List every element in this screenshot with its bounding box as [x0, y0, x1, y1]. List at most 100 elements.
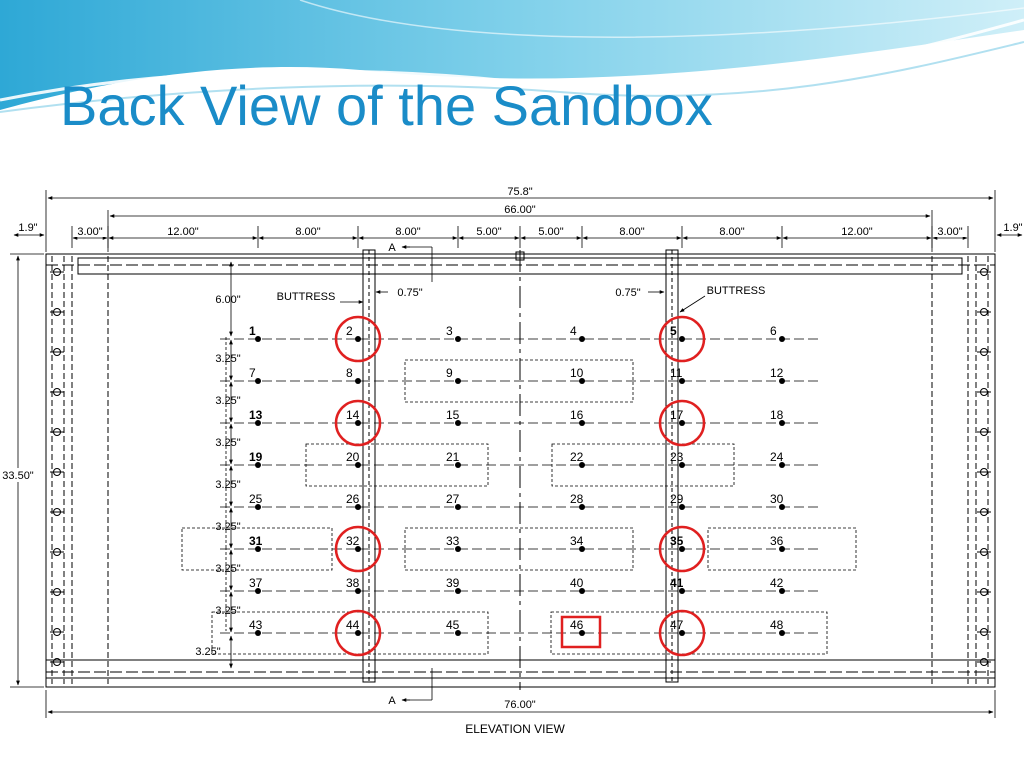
- highlight-box-46: [560, 615, 602, 649]
- drawing-caption: ELEVATION VIEW: [465, 722, 565, 736]
- grid-point: [455, 546, 461, 552]
- grid-point: [679, 504, 685, 510]
- dimension-segment-6: 5.00": [538, 226, 563, 238]
- grid-point: [579, 378, 585, 384]
- dimension-row-spacing-7: 3.25": [215, 605, 240, 617]
- point-label-11: 11: [670, 366, 683, 380]
- grid-point: [355, 630, 361, 636]
- point-label-29: 29: [670, 492, 684, 506]
- dimension-segment-8: 8.00": [719, 226, 744, 238]
- buttress-label-right: BUTTRESS: [707, 285, 766, 297]
- point-label-16: 16: [570, 408, 584, 422]
- dimension-height: 33.50": [2, 470, 34, 482]
- grid-point: [455, 588, 461, 594]
- point-label-5: 5: [670, 324, 677, 338]
- point-label-47: 47: [670, 618, 684, 632]
- dimension-row-spacing-5: 3.25": [215, 521, 240, 533]
- dimension-bottom-total: 76.00": [504, 699, 536, 711]
- point-label-36: 36: [770, 534, 784, 548]
- point-label-28: 28: [570, 492, 584, 506]
- point-label-31: 31: [249, 534, 263, 548]
- point-label-30: 30: [770, 492, 784, 506]
- point-label-3: 3: [446, 324, 453, 338]
- dimension-segment-3: 8.00": [295, 226, 320, 238]
- grid-point: [355, 420, 361, 426]
- grid-point: [355, 546, 361, 552]
- point-label-46: 46: [570, 618, 584, 632]
- highlight-circle-44: [334, 609, 382, 657]
- point-label-7: 7: [249, 366, 256, 380]
- section-marker-bottom: A: [388, 695, 396, 707]
- dimension-right-edge: 1.9": [1003, 222, 1022, 234]
- point-label-22: 22: [570, 450, 584, 464]
- grid-point: [579, 420, 585, 426]
- point-label-45: 45: [446, 618, 460, 632]
- grid-point: [779, 420, 785, 426]
- grid-point: [779, 462, 785, 468]
- dimension-left-edge: 1.9": [18, 222, 37, 234]
- grid-point: [679, 630, 685, 636]
- point-label-44: 44: [346, 618, 360, 632]
- point-label-13: 13: [249, 408, 263, 422]
- highlight-circle-5: [658, 315, 706, 363]
- highlight-circle-14: [334, 399, 382, 447]
- point-label-33: 33: [446, 534, 460, 548]
- highlight-circle-32: [334, 525, 382, 573]
- grid-point: [455, 504, 461, 510]
- grid-point: [579, 630, 585, 636]
- grid-point: [355, 462, 361, 468]
- grid-point: [455, 336, 461, 342]
- grid-point: [779, 378, 785, 384]
- point-label-12: 12: [770, 366, 784, 380]
- point-label-1: 1: [249, 324, 256, 338]
- grid-point: [679, 336, 685, 342]
- buttress-gap-right: 0.75": [615, 287, 640, 299]
- grid-point: [779, 588, 785, 594]
- point-label-21: 21: [446, 450, 460, 464]
- grid-point: [679, 378, 685, 384]
- dimension-overall-top: 75.8": [507, 186, 532, 198]
- grid-point: [255, 378, 261, 384]
- highlight-circle-47: [658, 609, 706, 657]
- grid-point: [355, 504, 361, 510]
- point-label-37: 37: [249, 576, 263, 590]
- grid-point: [455, 378, 461, 384]
- grid-point: [779, 336, 785, 342]
- dimension-top-offset: 6.00": [215, 294, 240, 306]
- grid-point: [779, 504, 785, 510]
- dimension-segment-1: 3.00": [77, 226, 102, 238]
- centre-tab: [515, 251, 525, 261]
- grid-point: [679, 420, 685, 426]
- point-label-14: 14: [346, 408, 360, 422]
- point-label-23: 23: [670, 450, 684, 464]
- point-label-15: 15: [446, 408, 460, 422]
- grid-point: [579, 462, 585, 468]
- grid-point: [455, 462, 461, 468]
- grid-point: [355, 588, 361, 594]
- point-label-19: 19: [249, 450, 263, 464]
- point-label-24: 24: [770, 450, 784, 464]
- point-label-34: 34: [570, 534, 584, 548]
- elevation-drawing: 75.8"66.00"1.9"1.9"3.00"12.00"8.00"8.00"…: [0, 186, 1023, 736]
- highlight-circle-2: [334, 315, 382, 363]
- point-label-39: 39: [446, 576, 460, 590]
- point-label-48: 48: [770, 618, 784, 632]
- point-label-4: 4: [570, 324, 577, 338]
- highlight-circle-17: [658, 399, 706, 447]
- point-label-20: 20: [346, 450, 360, 464]
- point-label-40: 40: [570, 576, 584, 590]
- point-label-41: 41: [670, 576, 684, 590]
- point-label-8: 8: [346, 366, 353, 380]
- point-label-25: 25: [249, 492, 263, 506]
- grid-point: [355, 336, 361, 342]
- point-label-6: 6: [770, 324, 777, 338]
- point-label-43: 43: [249, 618, 263, 632]
- point-label-27: 27: [446, 492, 460, 506]
- grid-point: [579, 336, 585, 342]
- point-label-10: 10: [570, 366, 584, 380]
- dimension-segment-5: 5.00": [476, 226, 501, 238]
- dimension-row-spacing-6: 3.25": [215, 563, 240, 575]
- point-label-38: 38: [346, 576, 360, 590]
- grid-point: [255, 462, 261, 468]
- grid-point: [255, 630, 261, 636]
